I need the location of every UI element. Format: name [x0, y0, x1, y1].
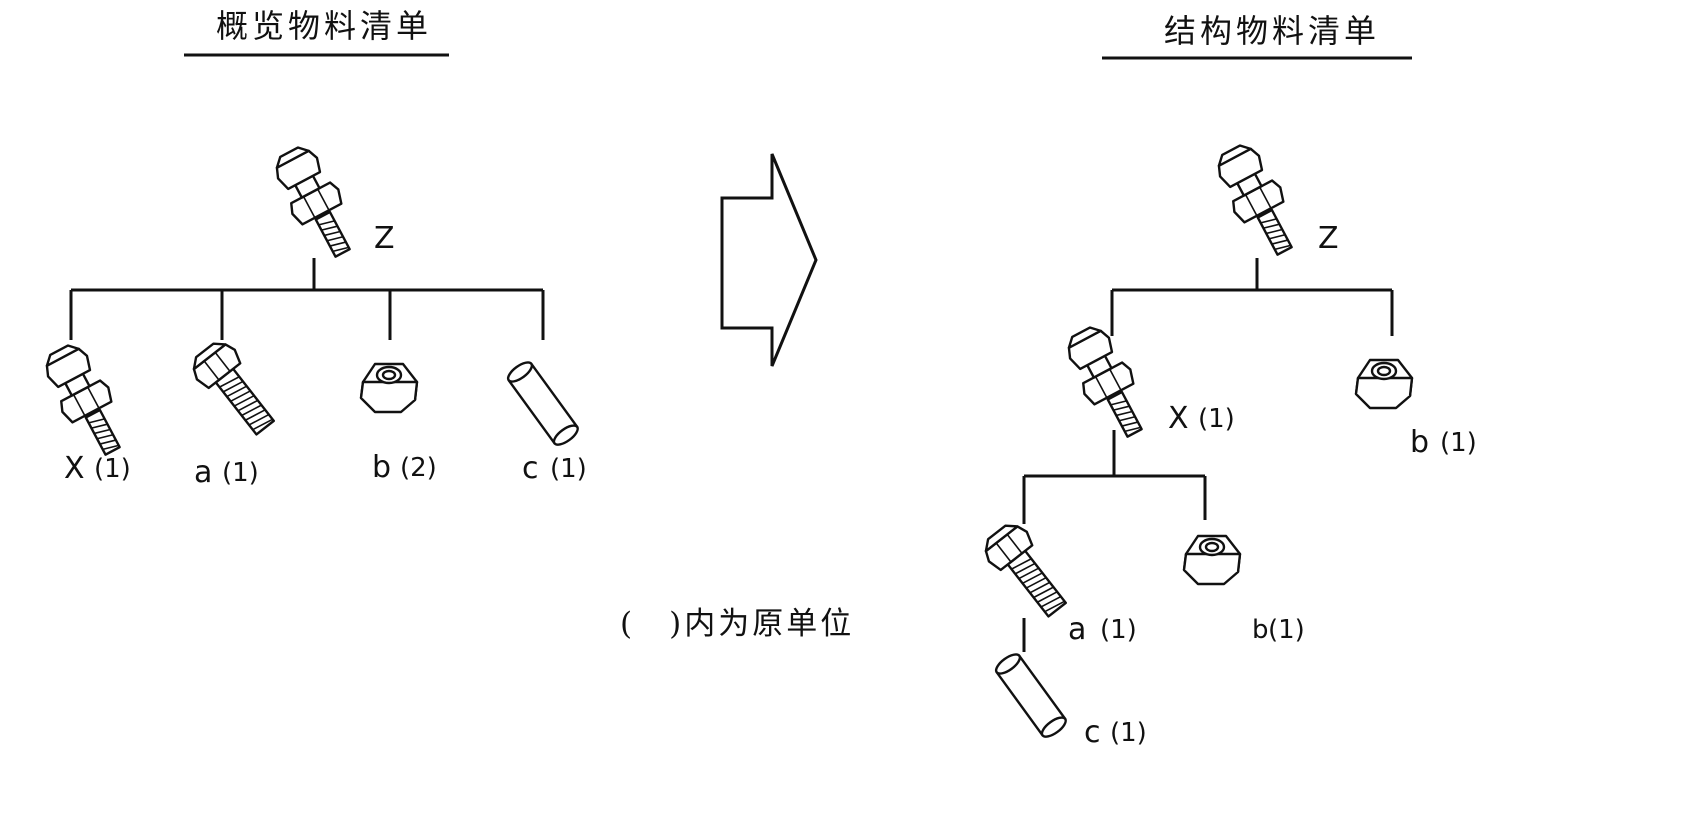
bolt-nut-assembly-icon — [1056, 318, 1159, 447]
tube-icon — [991, 649, 1070, 742]
unit-note: ( )内为原单位 — [620, 606, 854, 642]
bolt-icon — [184, 334, 286, 444]
left-c-label: c — [522, 451, 539, 486]
right-x-label: X — [1168, 401, 1189, 436]
block-arrow-right-icon — [720, 153, 818, 367]
left-tree-lines — [69, 258, 545, 340]
right-x-qty: (1) — [1198, 404, 1235, 434]
left-root-label: Z — [374, 221, 395, 256]
right-c-qty: (1) — [1110, 718, 1147, 748]
right-a-qty: (1) — [1100, 615, 1137, 645]
right-tree-lines — [1022, 258, 1394, 652]
left-a-label: a — [194, 455, 212, 490]
right-c-label: c — [1084, 715, 1101, 750]
right-b-top-label: b — [1410, 425, 1429, 460]
bolt-nut-assembly-icon — [34, 336, 137, 465]
right-panel: 结构物料清单 Z X (1) b (1) a (1) b (1) c (1) — [976, 12, 1477, 750]
left-x-qty: (1) — [94, 454, 131, 484]
left-panel: 概览物料清单 Z X (1) a (1) b (2) c (1) — [34, 7, 587, 490]
z-assembly-icon — [264, 138, 367, 267]
left-x-label: X — [64, 451, 85, 486]
right-b-sub-label: b — [1252, 615, 1269, 645]
hex-nut-icon — [359, 362, 419, 414]
hex-nut-icon — [1182, 534, 1242, 586]
left-title: 概览物料清单 — [216, 7, 432, 45]
bolt-icon — [976, 516, 1078, 626]
right-b-top-qty: (1) — [1440, 428, 1477, 458]
right-b-sub-qty: (1) — [1268, 615, 1305, 645]
tube-icon — [503, 357, 582, 450]
right-a-label: a — [1068, 612, 1086, 647]
right-title: 结构物料清单 — [1164, 12, 1380, 50]
right-root-label: Z — [1318, 221, 1339, 256]
left-c-qty: (1) — [550, 454, 587, 484]
z-assembly-icon — [1206, 136, 1309, 265]
left-a-qty: (1) — [222, 458, 259, 488]
left-b-label: b — [372, 450, 391, 485]
hex-nut-icon — [1354, 358, 1414, 410]
left-b-qty: (2) — [400, 453, 437, 483]
